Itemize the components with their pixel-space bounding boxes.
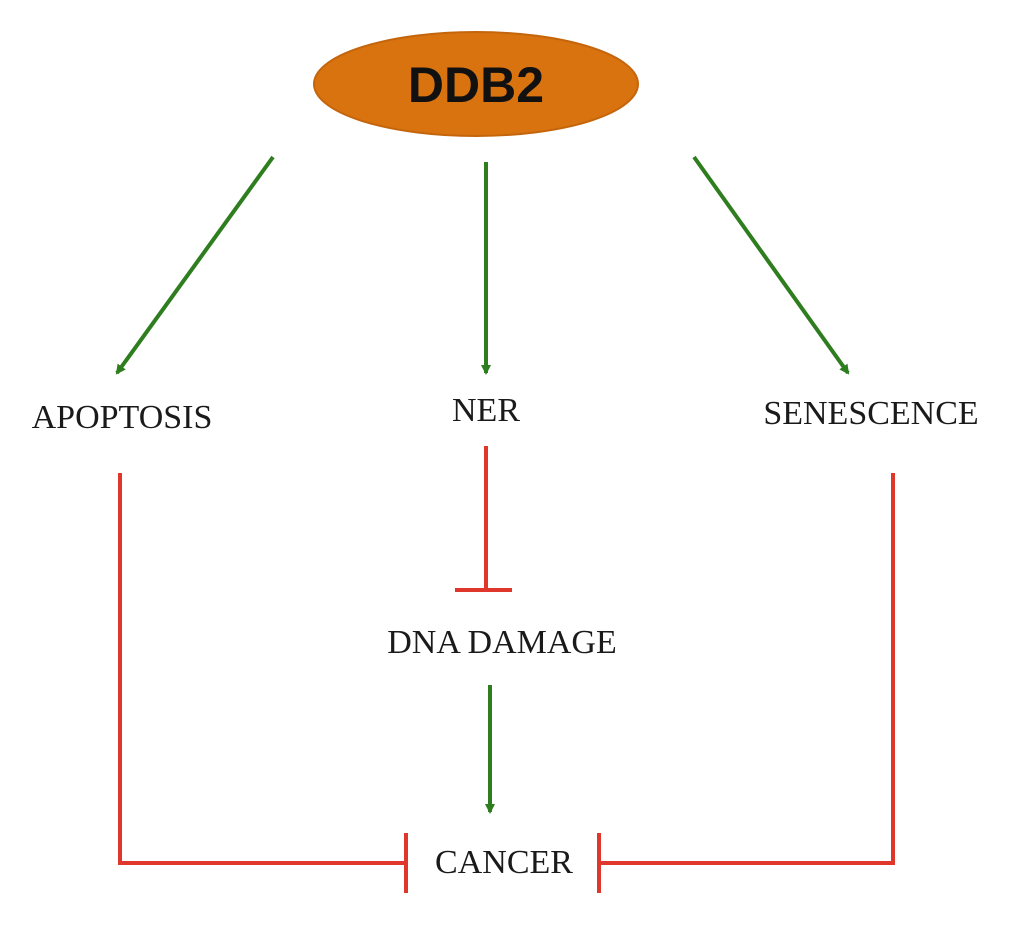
dna-damage-label: DNA DAMAGE [387, 624, 617, 661]
ddb2-activation-arrows [115, 155, 850, 375]
ddb2-to-senescence-arrow [692, 155, 850, 375]
ddb2-label: DDB2 [408, 57, 544, 113]
senescence-label: SENESCENCE [763, 395, 978, 432]
apoptosis-inhibition-line [118, 473, 406, 865]
senescence-inhibition-line [599, 473, 895, 865]
cancer-label: CANCER [435, 844, 573, 881]
senescence-inhibits-cancer [597, 473, 895, 893]
ddb2-ellipse [313, 31, 639, 137]
ner-label: NER [452, 392, 520, 429]
ddb2-node: DDB2 [313, 31, 639, 137]
ddb2-to-apoptosis-arrow [115, 155, 275, 375]
apoptosis-label: APOPTOSIS [32, 399, 213, 436]
ner-inhibits-dna-damage [455, 446, 512, 592]
apoptosis-inhibits-cancer [118, 473, 408, 893]
